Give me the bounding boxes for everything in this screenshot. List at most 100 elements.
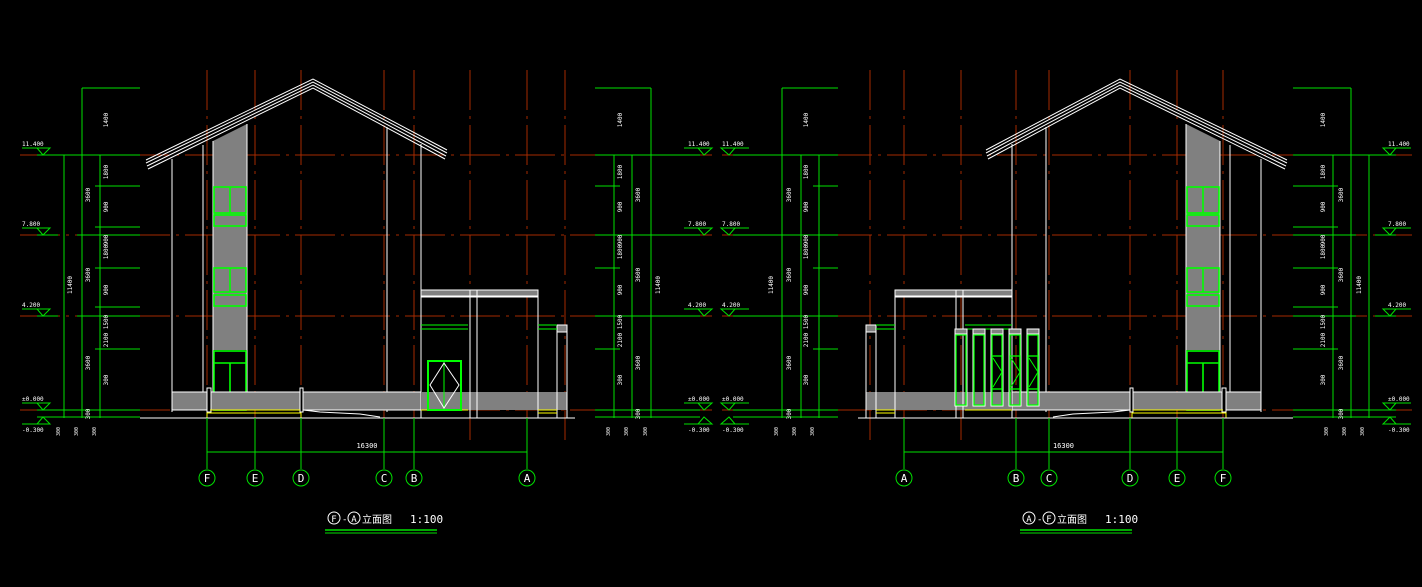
part-dimension: 300 xyxy=(803,374,810,385)
title-axis-bubble xyxy=(1042,511,1056,525)
window-frame xyxy=(954,333,968,407)
axis-label-C: C xyxy=(381,472,388,485)
axis-label-B: B xyxy=(411,472,418,485)
title-axis-start: A xyxy=(1026,515,1032,525)
window-head xyxy=(1026,328,1040,335)
axis-bubble xyxy=(405,469,423,487)
part-dimension: 900 xyxy=(803,201,810,212)
bottom-dimension: 300 xyxy=(606,427,612,436)
left-annex-door xyxy=(427,360,462,411)
part-dimension: 900 xyxy=(103,201,110,212)
level-label: 7.800 xyxy=(688,221,706,228)
axis-label-A: A xyxy=(901,472,908,485)
part-dimension: 1400 xyxy=(103,112,110,127)
part-dimension: 1800 xyxy=(617,164,624,179)
part-dimension: 900 xyxy=(1320,201,1327,212)
part-dimension: 900 xyxy=(803,284,810,295)
level-label: -0.300 xyxy=(1388,427,1410,434)
part-dimension: 2100 xyxy=(103,332,110,347)
axis-bubble xyxy=(1168,469,1186,487)
part-dimension: 900 xyxy=(803,234,810,245)
vertical-total-dimension: 11400 xyxy=(768,276,775,294)
part-dimension: 2100 xyxy=(1320,332,1327,347)
axis-bubble xyxy=(1040,469,1058,487)
window-opening-mark xyxy=(992,357,1003,388)
level-label: ±0.000 xyxy=(1388,396,1410,403)
floor-dimension: 3600 xyxy=(1338,267,1345,282)
part-dimension: 1800 xyxy=(1320,244,1327,259)
window-glass xyxy=(955,334,967,406)
floor-dimension: 3600 xyxy=(1338,187,1345,202)
axis-bubble xyxy=(518,469,536,487)
axis-label-F: F xyxy=(1220,472,1227,485)
part-dimension: 900 xyxy=(103,234,110,245)
part-dimension: 900 xyxy=(103,284,110,295)
part-dimension: 900 xyxy=(617,201,624,212)
part-dimension: 2100 xyxy=(617,332,624,347)
title-dash: - xyxy=(342,515,347,525)
level-label: 11.400 xyxy=(22,141,44,148)
axis-bubble xyxy=(1007,469,1025,487)
title-dash: - xyxy=(1037,515,1042,525)
floor-dimension: 3600 xyxy=(1338,355,1345,370)
part-dimension: 2100 xyxy=(803,332,810,347)
bottom-dimension: 300 xyxy=(56,427,62,436)
bottom-dimension: 300 xyxy=(774,427,780,436)
title-axis-start: F xyxy=(331,515,336,525)
floor-dimension: 3600 xyxy=(635,187,642,202)
window-frame xyxy=(1026,333,1040,407)
axis-label-D: D xyxy=(298,472,305,485)
bottom-dimension: 300 xyxy=(1360,427,1366,436)
left-elevation-drawing xyxy=(21,78,713,425)
window-sash xyxy=(1027,355,1039,390)
axis-bubble xyxy=(246,469,264,487)
level-label: 4.200 xyxy=(722,302,740,309)
right-annex-windows xyxy=(954,328,1040,407)
right-elevation-drawing xyxy=(720,78,1412,425)
bottom-dimension: 300 xyxy=(74,427,80,436)
window-glass xyxy=(973,334,985,406)
floor-dimension: 300 xyxy=(1338,408,1345,419)
level-label: -0.300 xyxy=(722,427,744,434)
title-name: 立面图 xyxy=(1057,513,1087,526)
floor-dimension: 3600 xyxy=(786,355,793,370)
part-dimension: 1800 xyxy=(103,164,110,179)
level-label: 7.800 xyxy=(22,221,40,228)
part-dimension: 900 xyxy=(1320,234,1327,245)
total-dimension-text: 16300 xyxy=(1053,442,1074,450)
level-label: -0.300 xyxy=(688,427,710,434)
level-label: ±0.000 xyxy=(22,396,44,403)
window-frame xyxy=(990,333,1004,407)
floor-dimension: 3600 xyxy=(85,187,92,202)
level-label: 4.200 xyxy=(1388,302,1406,309)
level-label: 7.800 xyxy=(1388,221,1406,228)
bottom-dimension: 300 xyxy=(1342,427,1348,436)
part-dimension: 300 xyxy=(617,374,624,385)
part-dimension: 900 xyxy=(1320,284,1327,295)
part-dimension: 900 xyxy=(617,284,624,295)
part-dimension: 1800 xyxy=(1320,164,1327,179)
vertical-total-dimension: 11400 xyxy=(655,276,662,294)
part-dimension: 300 xyxy=(103,374,110,385)
window-head xyxy=(1008,328,1022,335)
axis-bubble xyxy=(375,469,393,487)
window-opening-mark xyxy=(1028,357,1039,388)
window-head xyxy=(972,328,986,335)
part-dimension: 1800 xyxy=(803,244,810,259)
part-dimension: 900 xyxy=(617,234,624,245)
level-label: 4.200 xyxy=(688,302,706,309)
axis-label-E: E xyxy=(252,472,259,485)
axis-label-D: D xyxy=(1127,472,1134,485)
floor-dimension: 3600 xyxy=(635,355,642,370)
bottom-dimension: 300 xyxy=(810,427,816,436)
level-label: 4.200 xyxy=(22,302,40,309)
title-scale: 1:100 xyxy=(410,513,443,526)
axis-bubble xyxy=(198,469,216,487)
part-dimension: 1500 xyxy=(1320,314,1327,329)
bottom-dimension: 300 xyxy=(1324,427,1330,436)
part-dimension: 1500 xyxy=(803,314,810,329)
level-label: 7.800 xyxy=(722,221,740,228)
